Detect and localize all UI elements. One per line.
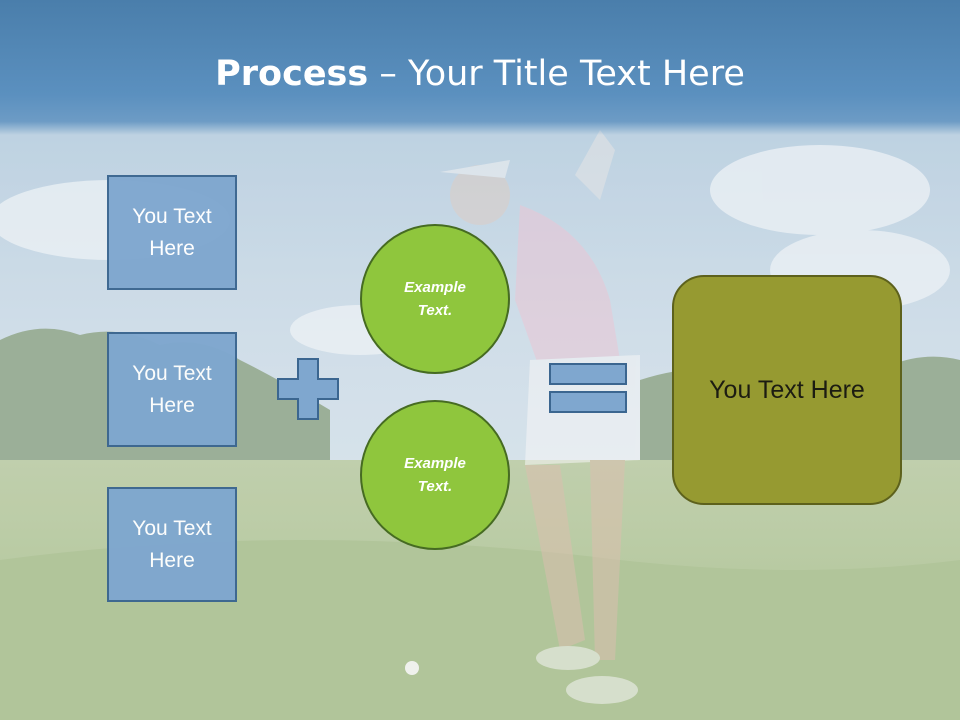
example-circle-1[interactable]: Example Text.: [360, 224, 510, 374]
title-bold: Process: [215, 54, 369, 94]
text-box-label: You Text Here: [132, 516, 212, 572]
result-box[interactable]: You Text Here: [672, 275, 902, 505]
circle-label: Example Text.: [404, 279, 466, 319]
plus-icon: [277, 358, 339, 420]
title-rest: – Your Title Text Here: [368, 54, 745, 94]
text-box-2[interactable]: You Text Here: [107, 332, 237, 447]
text-box-label: You Text Here: [132, 204, 212, 260]
text-box-1[interactable]: You Text Here: [107, 175, 237, 290]
slide-title: Process – Your Title Text Here: [0, 52, 960, 96]
title-bar: [0, 0, 960, 135]
example-circle-2[interactable]: Example Text.: [360, 400, 510, 550]
circle-label: Example Text.: [404, 455, 466, 495]
text-box-3[interactable]: You Text Here: [107, 487, 237, 602]
result-label: You Text Here: [709, 375, 865, 404]
text-box-label: You Text Here: [132, 361, 212, 417]
equals-icon: [549, 363, 627, 413]
